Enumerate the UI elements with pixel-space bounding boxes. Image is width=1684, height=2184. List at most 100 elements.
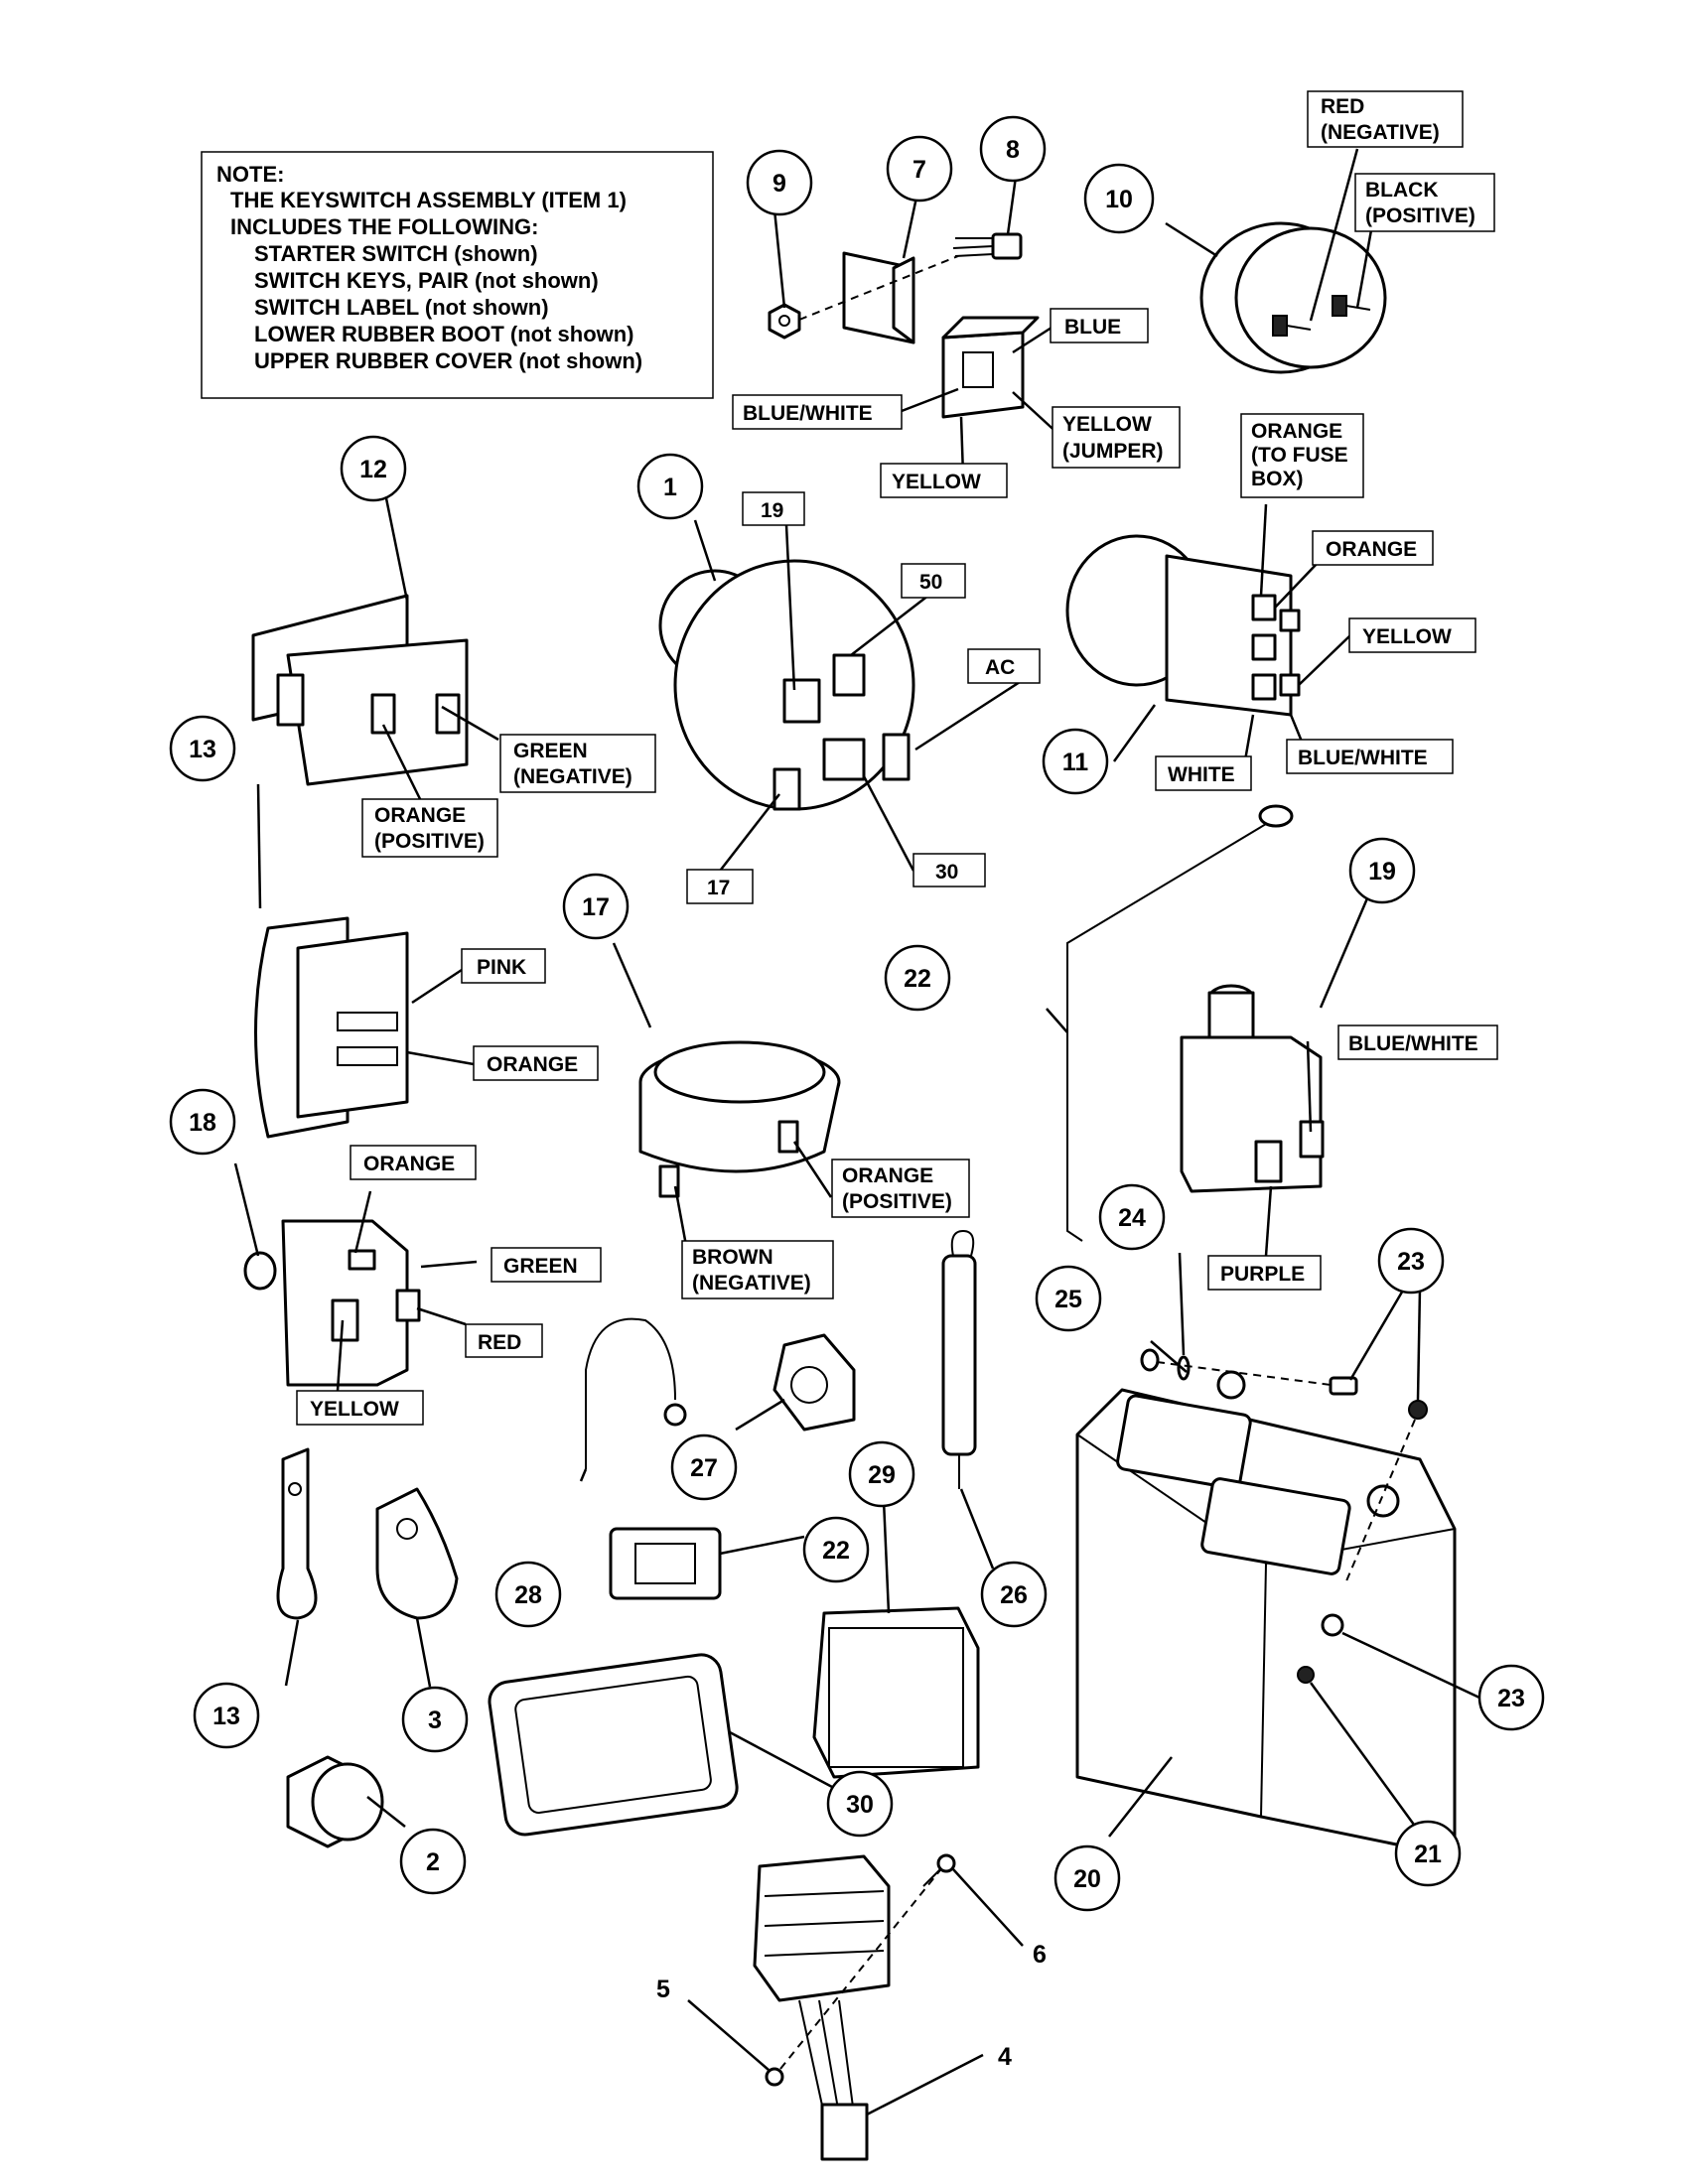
svg-text:ORANGE: ORANGE [374, 804, 466, 827]
note-line: SWITCH KEYS, PAIR (not shown) [254, 268, 599, 293]
clamp-13-drawing [276, 1447, 318, 1620]
grommet-2-drawing [286, 1755, 384, 1848]
label-orange-16: ORANGE [473, 1045, 599, 1081]
label-terminal-19: 19 [742, 491, 805, 526]
callout-9: 9 [746, 149, 813, 216]
screw-6-drawing [922, 1853, 956, 1887]
rocker-16-drawing [254, 916, 409, 1139]
screw-8-drawing [952, 232, 1023, 260]
svg-text:29: 29 [868, 1461, 896, 1489]
label-brown-negative-17: BROWN (NEGATIVE) [681, 1240, 834, 1299]
callout-18: 18 [169, 1088, 236, 1156]
label-blue-white-19: BLUE/WHITE [1337, 1024, 1498, 1060]
callout-22-top: 24 [1098, 1183, 1166, 1251]
label-terminal-30: 30 [912, 853, 986, 887]
label-terminal-ac: AC [967, 648, 1041, 684]
label-blue: BLUE [1050, 308, 1149, 343]
switch-19-drawing [1180, 984, 1325, 1193]
svg-text:(TO FUSE: (TO FUSE [1251, 444, 1348, 467]
svg-text:RED: RED [1321, 95, 1364, 118]
svg-text:6: 6 [1033, 1941, 1047, 1969]
label-white-11: WHITE [1155, 755, 1252, 791]
svg-text:BLUE: BLUE [1064, 316, 1121, 339]
svg-text:BLUE/WHITE: BLUE/WHITE [743, 402, 873, 425]
bezel-30-drawing [609, 1527, 722, 1600]
label-green-negative-12: GREEN (NEGATIVE) [499, 734, 656, 793]
spring-25-drawing [941, 1229, 977, 1489]
svg-text:19: 19 [761, 499, 783, 522]
label-orange-positive-17: ORANGE (POSITIVE) [831, 1159, 970, 1218]
note-line: UPPER RUBBER COVER (not shown) [254, 348, 642, 373]
callout-22-bottom: 23 [1477, 1664, 1545, 1731]
svg-text:(JUMPER): (JUMPER) [1062, 440, 1164, 463]
svg-text:YELLOW: YELLOW [1362, 625, 1452, 648]
label-red-18: RED [465, 1323, 543, 1358]
label-orange-18: ORANGE [350, 1145, 477, 1180]
svg-text:18: 18 [189, 1109, 216, 1137]
svg-text:BROWN: BROWN [692, 1246, 773, 1269]
callout-2: 2 [399, 1828, 467, 1895]
svg-text:GREEN: GREEN [503, 1255, 578, 1278]
nut-5-drawing [765, 1865, 944, 2087]
keyswitch-1-drawing [658, 559, 915, 811]
svg-text:(POSITIVE): (POSITIVE) [1365, 205, 1475, 227]
callout-8: 8 [979, 115, 1047, 183]
callouts: 9 7 8 10 12 1 11 13 17 22 19 18 24 25 23… [169, 115, 1545, 2071]
callout-10: 10 [1083, 163, 1155, 234]
callout-11: 11 [1042, 728, 1109, 795]
buzzer-17-drawing [638, 1040, 841, 1198]
svg-text:(POSITIVE): (POSITIVE) [842, 1190, 952, 1213]
svg-text:22: 22 [904, 965, 931, 993]
label-orange-positive-12: ORANGE (POSITIVE) [361, 798, 498, 858]
svg-text:BOX): BOX) [1251, 468, 1304, 490]
svg-text:YELLOW: YELLOW [1062, 413, 1152, 436]
switch-11-drawing [1065, 534, 1301, 717]
toggle-18-drawing [243, 1219, 421, 1387]
svg-text:20: 20 [1073, 1865, 1101, 1893]
svg-text:5: 5 [656, 1976, 670, 2003]
svg-text:8: 8 [1006, 136, 1020, 164]
callout-3: 3 [401, 1686, 469, 1753]
svg-text:12: 12 [359, 456, 387, 483]
svg-text:PINK: PINK [477, 956, 526, 979]
callout-27: 28 [494, 1561, 562, 1628]
label-terminal-17: 17 [686, 869, 754, 904]
label-yellow-jumper: YELLOW (JUMPER) [1052, 406, 1181, 469]
label-pink: PINK [461, 948, 546, 984]
note-line: SWITCH LABEL (not shown) [254, 295, 549, 320]
label-boxes: RED (NEGATIVE) BLACK (POSITIVE) BLUE BLU… [296, 90, 1498, 1426]
callout-29: 30 [826, 1770, 894, 1838]
callout-25: 26 [980, 1561, 1048, 1628]
svg-text:11: 11 [1062, 749, 1089, 776]
svg-text:13: 13 [189, 736, 216, 763]
label-terminal-50: 50 [901, 563, 966, 599]
callout-20: 20 [1053, 1844, 1121, 1912]
callout-28: 29 [848, 1440, 915, 1508]
label-green-18: GREEN [491, 1247, 602, 1283]
svg-text:ORANGE: ORANGE [842, 1164, 933, 1187]
label-blue-white-11: BLUE/WHITE [1286, 739, 1454, 774]
svg-text:ORANGE: ORANGE [363, 1153, 455, 1175]
note-box: NOTE: THE KEYSWITCH ASSEMBLY (ITEM 1) IN… [201, 151, 714, 399]
lamp-28-drawing [812, 1606, 980, 1779]
svg-text:PURPLE: PURPLE [1220, 1263, 1305, 1286]
label-yellow-7: YELLOW [880, 463, 1008, 498]
label-blue-white-7: BLUE/WHITE [732, 394, 903, 430]
bracket-7-drawing [798, 251, 1040, 419]
label-yellow-18: YELLOW [296, 1390, 424, 1426]
svg-text:25: 25 [1054, 1286, 1082, 1313]
svg-text:3: 3 [428, 1706, 442, 1734]
svg-text:22: 22 [822, 1537, 850, 1565]
svg-text:BLACK: BLACK [1365, 179, 1439, 202]
callout-21: 23 [1377, 1227, 1445, 1295]
battery-20-drawing [1075, 1370, 1457, 1858]
nut-9-drawing [768, 303, 801, 340]
callout-7: 7 [886, 135, 953, 203]
svg-text:ORANGE: ORANGE [1326, 538, 1417, 561]
wire-27-drawing [585, 1317, 687, 1469]
callout-6: 6 [1033, 1941, 1047, 1969]
note-line: STARTER SWITCH (shown) [254, 241, 538, 266]
regulator-4-drawing [753, 1854, 891, 2161]
svg-text:26: 26 [1000, 1581, 1028, 1609]
